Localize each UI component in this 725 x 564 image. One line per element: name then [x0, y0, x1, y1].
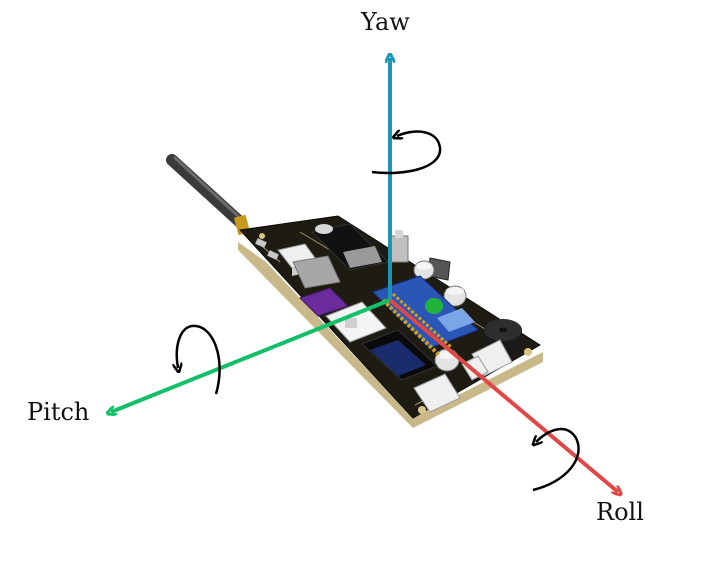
- pitch-axis-label: Pitch: [27, 398, 90, 426]
- roll-axis-arrow: [388, 298, 618, 492]
- pitch-rotation-arrow: [177, 324, 221, 395]
- yaw-axis-label: Yaw: [361, 8, 410, 36]
- sensor-module-blue: [372, 275, 479, 358]
- roll-axis-label: Roll: [596, 498, 644, 526]
- pitch-axis-arrow: [111, 298, 391, 412]
- antenna: [166, 154, 251, 236]
- roll-rotation-arrow: [533, 427, 580, 492]
- circuit-board: [238, 215, 543, 428]
- yaw-rotation-arrow: [371, 132, 442, 175]
- oled-display: [361, 329, 438, 381]
- sensor-module-white: [325, 301, 387, 343]
- connector-bottom: [413, 339, 513, 413]
- header-connector: [389, 230, 409, 263]
